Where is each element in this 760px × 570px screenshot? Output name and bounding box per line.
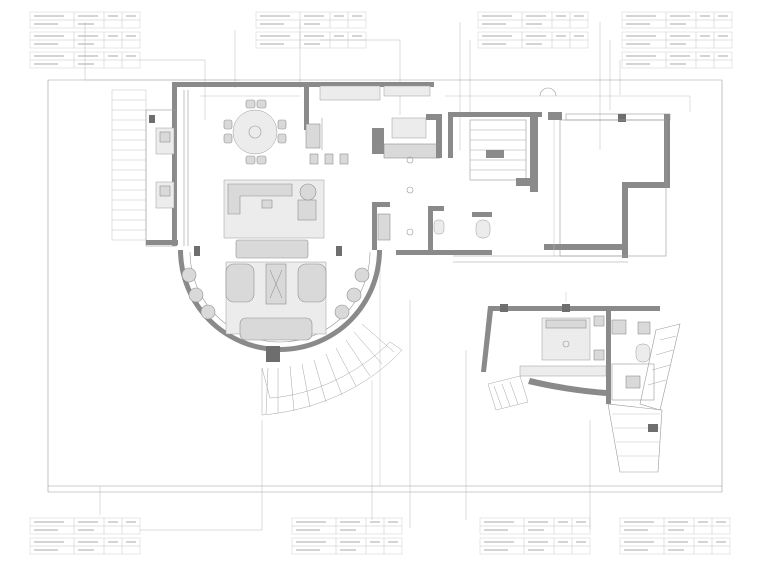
callout-tag <box>619 517 731 535</box>
callout-tag <box>255 11 367 29</box>
callout-tag <box>621 51 733 69</box>
leader-lines <box>84 22 621 531</box>
frame-lines <box>47 79 723 493</box>
stair-core-right-wing <box>445 87 691 263</box>
legend-tags-top <box>29 11 733 69</box>
callout-tag <box>29 517 141 535</box>
callout-tag <box>619 537 731 555</box>
callout-tag <box>621 31 733 49</box>
living-dining-block <box>111 82 434 416</box>
callout-tag <box>29 537 141 555</box>
callout-tag <box>29 11 141 29</box>
callout-tag <box>291 517 403 535</box>
dining-table-set <box>223 99 287 165</box>
lounge-set <box>223 179 325 259</box>
terrace-deck-slats <box>112 99 146 231</box>
bedroom-wing <box>481 292 681 473</box>
callout-tag <box>477 31 589 49</box>
legend-tags-bottom <box>29 517 731 555</box>
curved-staircase <box>261 323 403 416</box>
kitchen-block <box>304 82 442 236</box>
callout-tag <box>479 517 591 535</box>
callout-tag <box>477 11 589 29</box>
bathroom-core <box>372 202 492 255</box>
callout-tag <box>479 537 591 555</box>
callout-tag <box>291 537 403 555</box>
callout-tag <box>621 11 733 29</box>
round-living-room <box>178 250 382 362</box>
